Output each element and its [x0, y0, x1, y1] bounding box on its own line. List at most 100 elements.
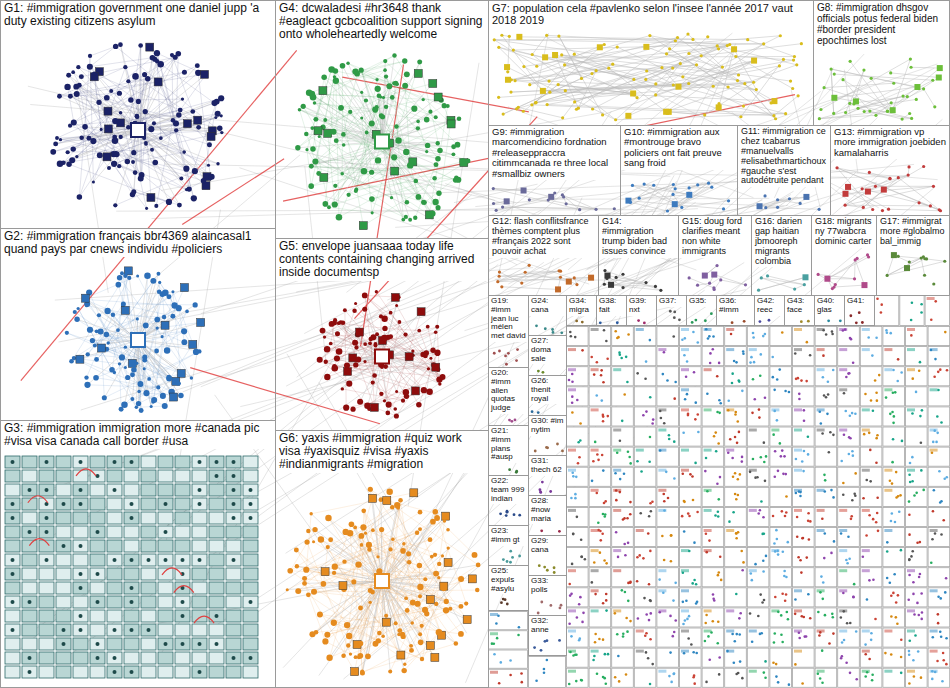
small-group-cell — [702, 668, 724, 687]
vertex-dot — [126, 79, 130, 83]
vertex-dot — [741, 390, 744, 393]
vertex-dot — [918, 369, 921, 372]
vertex-dot — [736, 442, 739, 445]
cell-mark — [591, 489, 599, 492]
vertex-dot — [781, 592, 784, 595]
vertex-dot — [717, 574, 720, 577]
cell-mark — [490, 632, 498, 635]
vertex-dot — [741, 456, 744, 459]
vertex-dot — [898, 510, 901, 513]
cell-mark — [930, 650, 938, 653]
vertex-dot — [872, 410, 875, 413]
vertex-dot — [920, 303, 923, 306]
small-group-cell — [725, 548, 747, 567]
vertex-dot — [803, 420, 806, 423]
vertex-dot — [568, 623, 571, 626]
vertex-dot — [606, 415, 609, 418]
cell-mark — [613, 368, 621, 371]
vertex-dot — [854, 472, 857, 475]
cell-mark — [681, 469, 689, 472]
vertex-dot — [602, 602, 605, 605]
vertex-dot — [77, 83, 82, 88]
cell-mark — [862, 549, 870, 552]
vertex-dot — [603, 559, 606, 562]
vertex-dot — [785, 511, 788, 514]
vertex-dot — [190, 109, 195, 114]
small-group-cell — [657, 327, 679, 346]
edge-line — [357, 61, 405, 74]
vertex-dot — [848, 558, 851, 561]
vertex-dot — [763, 461, 766, 464]
vertex-dot — [908, 574, 911, 577]
small-group-cell — [634, 347, 656, 366]
vertex-dot — [734, 413, 737, 416]
vertex-dot — [182, 150, 186, 154]
cell-mark — [591, 650, 599, 653]
vertex-dot — [886, 541, 889, 544]
vertex-dot — [862, 555, 865, 558]
vertex-dot — [342, 143, 346, 147]
vertex-dot — [832, 632, 835, 635]
vertex-dot — [716, 375, 719, 378]
vertex-dot — [821, 681, 824, 684]
vertex-dot — [893, 573, 896, 576]
vertex-dot — [670, 534, 673, 537]
vertex-dot — [673, 477, 676, 480]
cell-mark — [794, 429, 802, 432]
vertex-dot — [892, 369, 895, 372]
vertex-dot — [841, 655, 844, 658]
vertex-dot — [751, 412, 754, 415]
small-group-cell — [634, 487, 656, 506]
vertex-cluster — [276, 45, 488, 238]
small-group-cell — [906, 447, 928, 466]
vertex-dot — [569, 594, 572, 597]
vertex-dot — [773, 475, 776, 478]
vertex-dot — [864, 675, 867, 678]
cell-mark — [817, 509, 825, 512]
vertex-dot — [90, 138, 96, 144]
vertex-dot — [731, 372, 734, 375]
vertex-dot — [843, 639, 846, 642]
vertex-dot — [911, 456, 914, 459]
vertex-dot — [75, 155, 78, 158]
cell-mark — [726, 609, 734, 612]
vertex-dot — [705, 532, 708, 535]
small-group-cell — [747, 387, 769, 406]
vertex-dot — [869, 480, 872, 483]
vertex-dot — [604, 653, 607, 656]
vertex-dot — [915, 492, 918, 495]
vertex-dot — [850, 518, 853, 521]
cell-mark — [591, 449, 599, 452]
vertex-dot — [757, 615, 760, 618]
vertex-dot — [704, 470, 707, 473]
vertex-dot — [596, 361, 599, 364]
vertex-dot — [752, 378, 755, 381]
vertex-dot — [911, 550, 914, 553]
vertex-dot — [621, 589, 624, 592]
vertex-dot — [920, 469, 923, 472]
vertex-dot — [803, 635, 806, 638]
vertex-dot — [912, 659, 915, 662]
vertex-dot — [623, 393, 626, 396]
vertex-dot — [910, 555, 913, 558]
edge-line — [79, 67, 125, 197]
small-group-cell — [589, 507, 611, 526]
vertex-dot — [601, 454, 604, 457]
vertex-dot — [185, 188, 188, 191]
vertex-dot — [627, 542, 630, 545]
vertex-dot — [76, 65, 80, 69]
vertex-dot — [946, 369, 949, 372]
vertex-dot — [669, 651, 672, 654]
vertex-dot — [762, 570, 765, 573]
vertex-dot — [916, 602, 919, 605]
vertex-dot — [79, 136, 84, 141]
vertex-dot — [917, 650, 920, 653]
vertex-dot — [574, 336, 577, 339]
vertex-dot — [645, 410, 648, 413]
vertex-dot — [733, 360, 736, 363]
small-group-cell — [838, 668, 860, 687]
vertex-dot — [868, 432, 871, 435]
vertex-dot — [625, 356, 628, 359]
vertex-dot — [847, 535, 850, 538]
vertex-dot — [885, 396, 888, 399]
